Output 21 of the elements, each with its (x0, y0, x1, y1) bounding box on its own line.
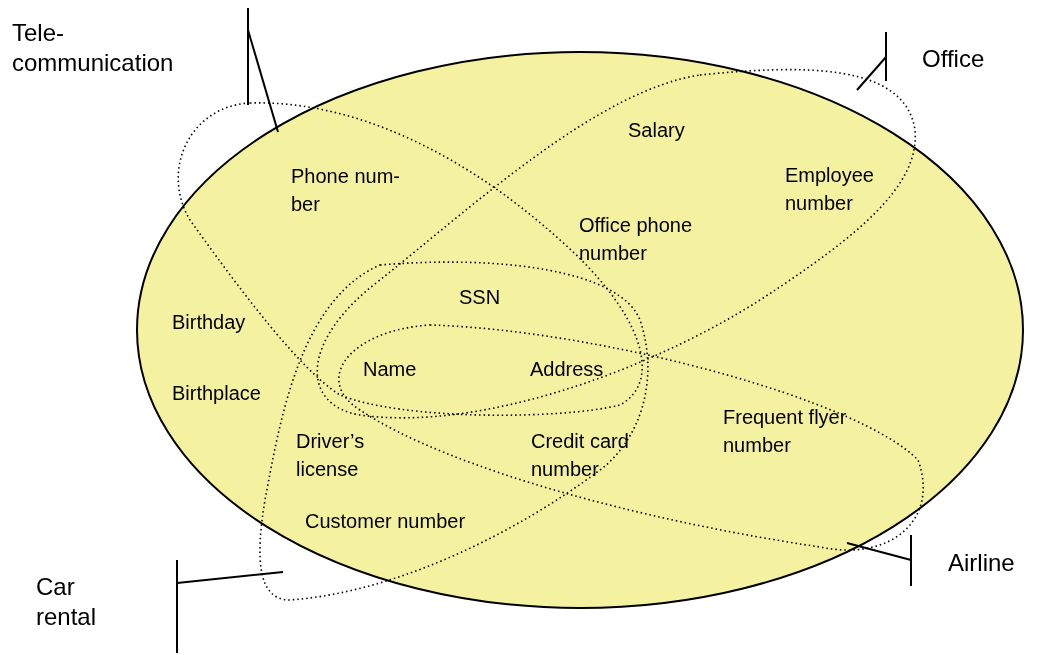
attribute-label: SSN (459, 285, 502, 310)
attribute-label: Frequent flyer number (723, 405, 848, 458)
attribute-label: Credit card number (531, 429, 630, 482)
region-label: Office (885, 32, 1015, 81)
leader-line (846, 542, 912, 561)
attribute-label: Birthday (172, 310, 247, 335)
attribute-label: Driver’s license (296, 429, 366, 482)
leader-line (176, 571, 284, 584)
attribute-label: Office phone number (579, 213, 694, 266)
attribute-label: Address (530, 357, 605, 382)
leader-line (247, 29, 279, 133)
region-label: Airline (910, 535, 1036, 586)
attribute-label: Birthplace (172, 381, 262, 406)
leader-line (856, 56, 887, 91)
attribute-label: Customer number (305, 509, 467, 534)
attribute-label: Salary (628, 118, 686, 143)
attribute-label: Phone num-ber (291, 164, 401, 217)
attribute-label: Name (363, 357, 418, 382)
region-label: Car rental (36, 560, 178, 653)
attribute-label: Employee number (785, 163, 875, 216)
region-label: Tele-communication (12, 8, 249, 105)
